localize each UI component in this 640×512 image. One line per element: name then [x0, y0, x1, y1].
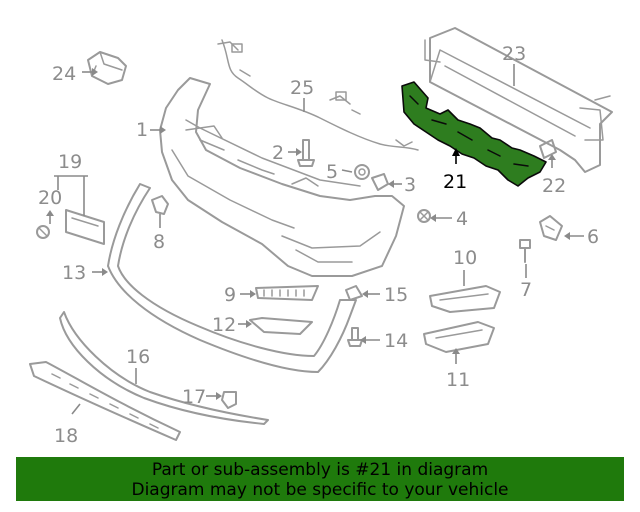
banner-line-1: Part or sub-assembly is #21 in diagram	[151, 460, 489, 480]
part-6-bracket	[539, 215, 563, 241]
callout-11[interactable]: 11	[446, 369, 470, 391]
part-9-lower-grille	[255, 285, 319, 301]
callout-8[interactable]: 8	[153, 231, 165, 253]
part-19-license-bracket	[65, 209, 105, 245]
part-4-screw	[417, 209, 431, 223]
part-23-reinforcement-beam	[424, 27, 613, 173]
callout-14[interactable]: 14	[384, 330, 408, 352]
callout-3[interactable]: 3	[404, 174, 416, 196]
part-5-clip	[354, 164, 370, 180]
callout-13[interactable]: 13	[62, 262, 86, 284]
part-21-energy-absorber[interactable]	[401, 81, 547, 187]
info-banner: Part or sub-assembly is #21 in diagram D…	[16, 457, 624, 501]
parts-diagram: 24 1 25 2 5 3 4 23 21 22 6 7 19 20 8 13 …	[29, 27, 613, 447]
part-18-skid-plate	[29, 361, 181, 441]
callout-9[interactable]: 9	[224, 284, 236, 306]
part-12-trim	[249, 317, 313, 335]
callout-25[interactable]: 25	[290, 77, 314, 99]
callout-23[interactable]: 23	[502, 43, 526, 65]
part-16-lower-lip	[59, 311, 269, 425]
callout-labels: 24 1 25 2 5 3 4 23 21 22 6 7 19 20 8 13 …	[38, 43, 599, 447]
callout-20[interactable]: 20	[38, 187, 62, 209]
part-8-fastener	[151, 195, 169, 215]
part-13-lower-valance	[107, 183, 357, 373]
callout-16[interactable]: 16	[126, 346, 150, 368]
part-3-bracket	[371, 173, 389, 191]
banner-line-2: Diagram may not be specific to your vehi…	[131, 480, 509, 500]
part-7-screw	[519, 239, 531, 263]
callout-19[interactable]: 19	[58, 151, 82, 173]
callout-22[interactable]: 22	[542, 175, 566, 197]
callout-24[interactable]: 24	[52, 63, 76, 85]
part-22-clip	[539, 139, 557, 159]
part-17-clip	[221, 391, 237, 409]
callout-2[interactable]: 2	[272, 142, 284, 164]
callout-4[interactable]: 4	[456, 208, 468, 230]
part-20-screw	[36, 225, 50, 239]
callout-12[interactable]: 12	[212, 314, 236, 336]
callout-6[interactable]: 6	[587, 226, 599, 248]
callout-5[interactable]: 5	[326, 161, 338, 183]
callout-21[interactable]: 21	[443, 171, 467, 193]
part-25-wiring-harness	[217, 39, 419, 151]
callout-15[interactable]: 15	[384, 284, 408, 306]
callout-17[interactable]: 17	[182, 386, 206, 408]
part-14-bolt	[347, 327, 363, 347]
callout-10[interactable]: 10	[453, 247, 477, 269]
callout-1[interactable]: 1	[136, 119, 148, 141]
callout-7[interactable]: 7	[520, 279, 532, 301]
callout-18[interactable]: 18	[54, 425, 78, 447]
part-15-clip	[345, 285, 363, 301]
part-2-bolt	[297, 139, 315, 167]
part-24-sensor	[87, 51, 127, 85]
part-1-bumper-cover	[159, 77, 405, 277]
part-10-fog-cover	[429, 285, 501, 313]
part-11-fog-bezel	[423, 321, 495, 353]
leader-lines	[46, 64, 584, 415]
